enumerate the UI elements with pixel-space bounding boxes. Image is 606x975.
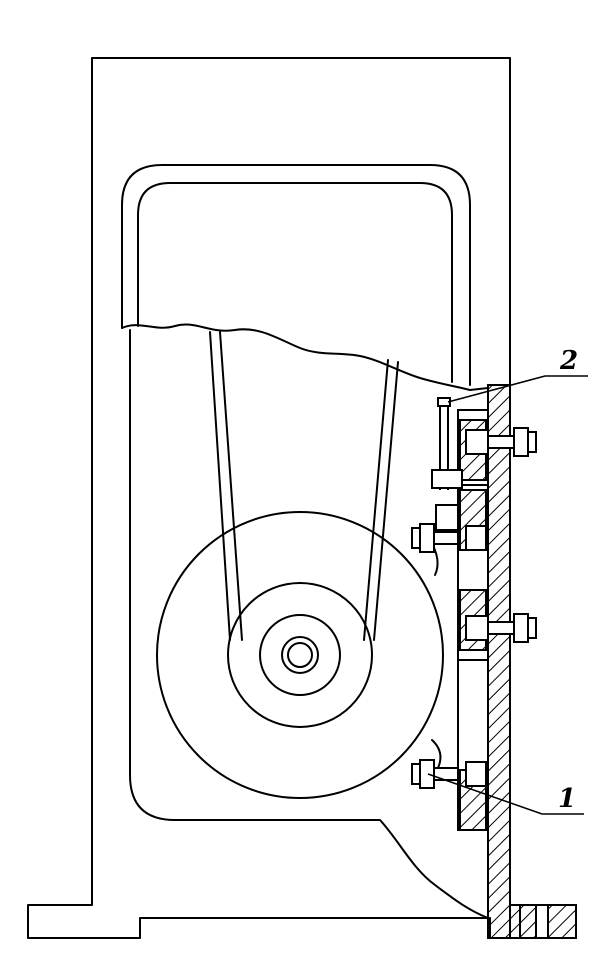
belt-right-inner xyxy=(364,360,388,640)
leader-line-1 xyxy=(428,774,584,814)
bolt-upper-right xyxy=(466,428,536,456)
leader-line-2 xyxy=(448,376,588,402)
belt-left-inner xyxy=(220,332,242,640)
shaft-inner xyxy=(288,643,312,667)
pulley-hub xyxy=(260,615,340,695)
belt-guard-inner xyxy=(138,183,452,382)
tension-rod xyxy=(432,398,462,530)
pulley-outer xyxy=(228,583,372,727)
bolt-middle-right xyxy=(466,614,536,642)
bolt-middle-left xyxy=(412,524,486,552)
callout-label-2: 2 xyxy=(560,346,579,376)
shaft-outer xyxy=(282,637,318,673)
belt-guard-outer xyxy=(122,165,470,385)
motor-housing xyxy=(157,512,443,798)
belt-right-outer xyxy=(374,362,398,640)
callout-label-1: 1 xyxy=(558,784,577,814)
cutout-lower xyxy=(432,740,440,768)
bolt-lower-left xyxy=(412,760,486,788)
break-line xyxy=(122,324,488,390)
inner-cavity xyxy=(130,330,488,918)
right-wall-section xyxy=(488,385,576,938)
belt-left-outer xyxy=(210,332,230,640)
